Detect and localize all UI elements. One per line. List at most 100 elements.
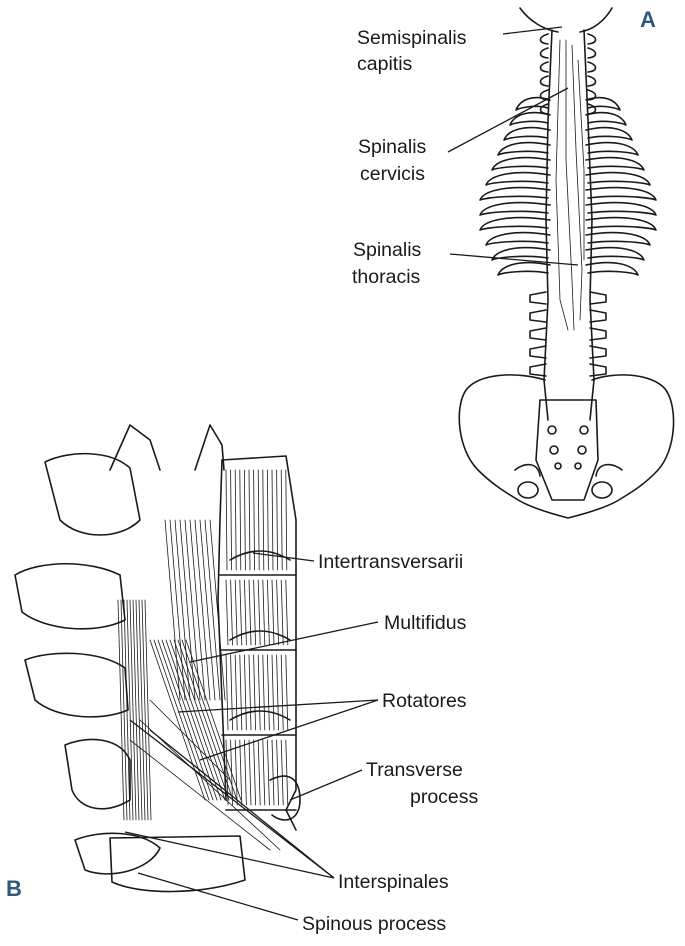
intertransversarii-fibre (248, 739, 252, 806)
leader-interspinales-2 (129, 719, 335, 879)
multifidus-fibre (209, 519, 226, 701)
intertransversarii-fibre (257, 579, 261, 646)
rib-right (585, 186, 657, 201)
intertransversarii-fibre (280, 654, 284, 731)
panel-label-a: A (640, 7, 656, 32)
multifidus-fibre (199, 519, 216, 701)
intertransversarii-fibre (253, 469, 255, 571)
lumbar-vertebrae (529, 291, 607, 377)
rotatores-fibre (177, 639, 234, 801)
intertransversarii-fibre (253, 579, 256, 646)
rib-right (585, 156, 645, 171)
rotatores-fibre (149, 639, 206, 801)
rib-left (503, 126, 551, 141)
lumbar-vertebra (529, 309, 607, 323)
interspinales-fibre (144, 599, 152, 821)
intertransversarii-fibre (230, 469, 232, 571)
rib-left (515, 96, 551, 111)
intertransversarii-fibre (234, 579, 238, 646)
leader-semispinalis-capitis (502, 26, 563, 35)
lumbar-vertebra (529, 363, 607, 377)
intertransversarii-fibre (225, 579, 229, 646)
label-spinous-process: Spinous process (302, 913, 446, 935)
intertransversarii-fibre (230, 579, 233, 646)
interspinales-fibre (117, 599, 125, 821)
rotatores-fibre (181, 639, 238, 801)
label-spinalis-cervicis-line1: Spinalis (358, 136, 427, 158)
cervical-vertebra (539, 61, 597, 73)
leader-transverse-process (289, 769, 363, 801)
interspinales-fibre (123, 599, 131, 821)
multifidus-fibre (204, 519, 221, 701)
rib-left (479, 216, 551, 231)
leader-spinous-process (137, 872, 299, 921)
multifidus-fibre (184, 519, 201, 701)
intertransversarii-fibre (253, 739, 256, 806)
rib-right (585, 141, 639, 156)
intertransversarii-fibre (285, 654, 289, 731)
intertransversarii-fibre (276, 739, 279, 806)
intertransversarii-fibre (271, 654, 275, 731)
intertransversarii-fibre (267, 579, 270, 646)
leader-spinalis-cervicis (447, 87, 569, 153)
intertransversarii-fibre (239, 654, 243, 731)
intertransversarii-fibre (280, 579, 284, 646)
intertransversarii-fibre (271, 739, 275, 806)
leader-interspinales-3 (149, 729, 335, 879)
lumbar-vertebra (529, 291, 607, 305)
rib-right (585, 96, 621, 111)
rib-left (497, 141, 551, 156)
intertransversarii-fibre (285, 739, 289, 806)
label-spinalis-cervicis-line2: cervicis (360, 163, 425, 185)
intertransversarii-fibre (267, 654, 270, 731)
multifidus-fibre (189, 519, 206, 701)
intertransversarii-fibre (271, 579, 275, 646)
intertransversarii-fibre (276, 654, 279, 731)
intertransversarii-fibre (244, 579, 247, 646)
leader-rotatores-lower (199, 699, 379, 761)
labels: A B Semispinalis capitis Spinalis cervic… (6, 7, 656, 935)
intertransversarii-fibre (225, 654, 229, 731)
rotatores-fibre (157, 639, 214, 801)
label-spinalis-thoracis-line1: Spinalis (353, 239, 422, 261)
leader-rotatores-upper (177, 699, 379, 713)
intertransversarii-fibre (285, 469, 288, 571)
intertransversarii-fibre (248, 579, 252, 646)
cervical-vertebra (539, 33, 597, 45)
rib-left (485, 171, 551, 186)
intertransversarii-fibre (267, 739, 270, 806)
interspinales-fibre (138, 599, 146, 821)
label-interspinales: Interspinales (338, 871, 449, 893)
leader-interspinales-1 (124, 831, 335, 879)
rib-left (485, 231, 551, 246)
panel-b-vertebrae-illustration (14, 424, 301, 893)
lumbar-vertebra (529, 327, 607, 341)
rib-right (585, 216, 657, 231)
rib-right (585, 246, 645, 261)
intertransversarii-fibre (267, 469, 269, 571)
intertransversarii-fibre (244, 654, 247, 731)
rib-left (497, 261, 551, 276)
rib-right (585, 111, 627, 126)
interspinales-fibre (135, 599, 143, 821)
panel-a-spine-illustration (458, 7, 675, 519)
intertransversarii-fibre (234, 469, 237, 571)
rib-right (585, 126, 633, 141)
intertransversarii-fibre (244, 739, 247, 806)
intertransversarii-fibre (262, 579, 266, 646)
cervical-vertebra (539, 47, 597, 59)
rib-left (509, 111, 551, 126)
rib-cage (479, 96, 657, 276)
intertransversarii-fibre (239, 469, 242, 571)
intertransversarii-fibre (244, 469, 246, 571)
interspinales-fibre (126, 599, 134, 821)
interspinales-fibre (132, 599, 140, 821)
interspinales-fibre (129, 599, 137, 821)
rib-left (491, 246, 551, 261)
pelvis (458, 374, 675, 519)
leader-spinalis-thoracis (449, 253, 579, 266)
label-transverse-process-line2: process (410, 786, 479, 808)
label-multifidus: Multifidus (384, 612, 467, 634)
leader-intertransversarii (252, 552, 315, 562)
